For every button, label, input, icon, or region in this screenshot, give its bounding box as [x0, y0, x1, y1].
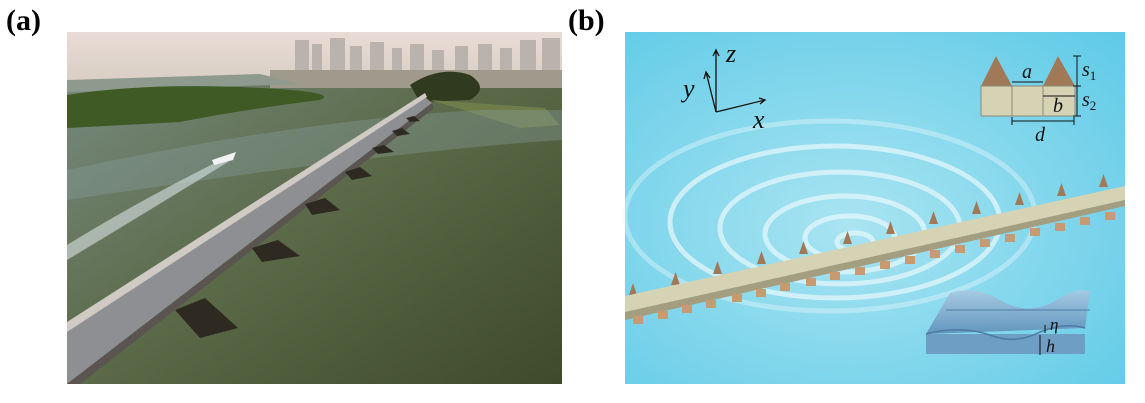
- param-b: b: [1053, 95, 1063, 117]
- panel-b-illustration: z y x a b d s1 s2: [622, 32, 1125, 384]
- pier-geometry-inset: a b d s1 s2: [980, 55, 1096, 146]
- axis-x-label: x: [752, 105, 765, 134]
- boat-wake: [67, 158, 228, 260]
- param-s2: s2: [1082, 89, 1096, 113]
- axis-y-label: y: [680, 74, 695, 103]
- boat: [212, 152, 236, 165]
- param-s1: s1: [1082, 59, 1096, 83]
- coordinate-axes: [703, 48, 767, 113]
- param-h: h: [1046, 336, 1055, 356]
- param-d: d: [1035, 124, 1046, 146]
- city-skyline: [270, 38, 562, 88]
- trees: [410, 71, 480, 102]
- panel-a-photo: [67, 32, 562, 384]
- stone-bridge: [67, 93, 434, 384]
- param-a: a: [1022, 61, 1032, 83]
- panel-label-b: (b): [568, 4, 605, 37]
- param-eta: η: [1050, 315, 1058, 334]
- panel-label-a: (a): [6, 4, 41, 37]
- water-depth-inset: η h: [925, 290, 1090, 356]
- bridge-model: [625, 174, 1125, 324]
- axis-z-label: z: [725, 39, 736, 68]
- mangrove-island: [67, 86, 324, 128]
